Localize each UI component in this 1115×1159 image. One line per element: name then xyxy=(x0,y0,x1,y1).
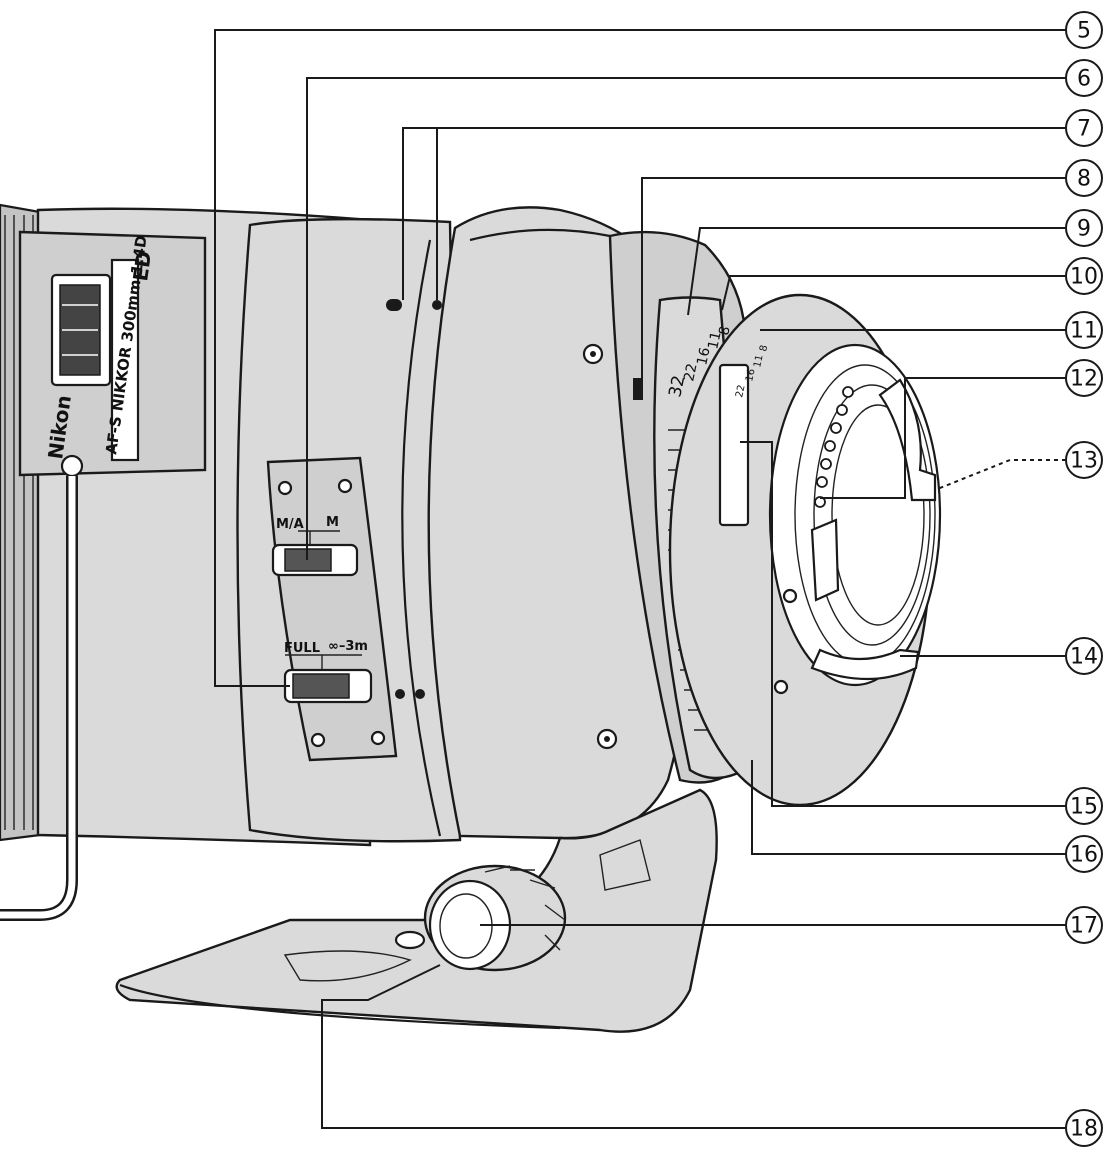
callout-7: 7 xyxy=(1065,109,1103,147)
callout-15: 15 xyxy=(1065,787,1103,825)
aperture-value-inner: 11 xyxy=(752,354,765,369)
callout-14: 14 xyxy=(1065,637,1103,675)
tripod-collar-lock-knob[interactable] xyxy=(423,864,567,972)
mode-switch-label-left: M/A xyxy=(276,517,304,532)
aperture-value: 8 xyxy=(716,325,734,337)
leader-7 xyxy=(402,127,1066,300)
aperture-index-mark xyxy=(633,378,643,400)
leader-10 xyxy=(721,275,1066,311)
callout-circle xyxy=(1065,109,1103,147)
callout-5: 5 xyxy=(1065,11,1103,49)
scale-strip xyxy=(110,258,140,462)
lens-mid-barrel xyxy=(236,217,462,843)
leader-8 xyxy=(641,177,1066,380)
callout-8: 8 xyxy=(1065,159,1103,197)
callout-circle xyxy=(1065,637,1103,675)
aperture-value-inner: 16 xyxy=(744,368,757,383)
callout-17: 17 xyxy=(1065,906,1103,944)
leader-6 xyxy=(306,77,1066,560)
leader-5 xyxy=(214,29,1066,687)
callout-circle xyxy=(1065,311,1103,349)
mount-lug-top xyxy=(878,378,937,502)
callout-13: 13 xyxy=(1065,441,1103,479)
callout-circle xyxy=(1065,11,1103,49)
aperture-value: 16 xyxy=(694,346,713,367)
callout-number: 13 xyxy=(1070,449,1098,474)
callout-circle xyxy=(1065,787,1103,825)
mount-lug-bottom xyxy=(810,648,920,681)
leader-12 xyxy=(820,377,1066,499)
aperture-value: 22 xyxy=(681,362,700,383)
callout-circle xyxy=(1065,209,1103,247)
callout-number: 17 xyxy=(1070,914,1098,939)
callout-circle xyxy=(1065,441,1103,479)
callout-circle xyxy=(1065,835,1103,873)
leader-13 xyxy=(934,459,1066,491)
callout-number: 10 xyxy=(1070,265,1098,290)
callout-12: 12 xyxy=(1065,359,1103,397)
aperture-value-inner: 8 xyxy=(758,344,770,353)
leader-9 xyxy=(687,227,1066,316)
callout-18: 18 xyxy=(1065,1109,1103,1147)
aperture-lever xyxy=(810,518,840,602)
callout-circle xyxy=(1065,257,1103,295)
callout-number: 16 xyxy=(1070,843,1098,868)
limit-switch-label-right: ∞–3m xyxy=(328,639,368,654)
cpu-contacts xyxy=(814,386,854,508)
aperture-value-inner: 22 xyxy=(734,384,747,399)
limit-switch-label-left: FULL xyxy=(284,641,320,656)
callout-circle xyxy=(1065,906,1103,944)
callout-number: 14 xyxy=(1070,645,1098,670)
leader-16 xyxy=(751,760,1066,855)
aperture-value: 11 xyxy=(705,330,724,351)
aperture-value: 32 xyxy=(665,374,689,399)
callout-number: 15 xyxy=(1070,795,1098,820)
callout-10: 10 xyxy=(1065,257,1103,295)
leader-18 xyxy=(321,964,1066,1129)
callout-16: 16 xyxy=(1065,835,1103,873)
callout-number: 9 xyxy=(1077,217,1091,242)
callout-circle xyxy=(1065,159,1103,197)
leader-lines xyxy=(214,29,1066,1129)
strap-cord xyxy=(0,454,84,921)
callout-number: 6 xyxy=(1077,67,1091,92)
lens-mount xyxy=(668,293,942,807)
callout-9: 9 xyxy=(1065,209,1103,247)
callout-number: 5 xyxy=(1077,19,1091,44)
callout-6: 6 xyxy=(1065,59,1103,97)
callout-number: 11 xyxy=(1070,319,1098,344)
callout-11: 11 xyxy=(1065,311,1103,349)
callout-number: 18 xyxy=(1070,1117,1098,1142)
mode-switch-label-right: M xyxy=(326,515,339,530)
ed-label: ED xyxy=(128,249,156,282)
callout-circle xyxy=(1065,59,1103,97)
callout-circle xyxy=(1065,1109,1103,1147)
callout-number: 8 xyxy=(1077,167,1091,192)
callout-circle xyxy=(1065,359,1103,397)
meter-coupling-ridge xyxy=(718,363,750,527)
callout-number: 7 xyxy=(1077,117,1091,142)
callout-number: 12 xyxy=(1070,367,1098,392)
leader-15 xyxy=(740,441,1066,807)
callout-numbers: 5 6 7 8 9 10 11 12 13 14 15 16 17 18 xyxy=(1065,11,1103,1147)
